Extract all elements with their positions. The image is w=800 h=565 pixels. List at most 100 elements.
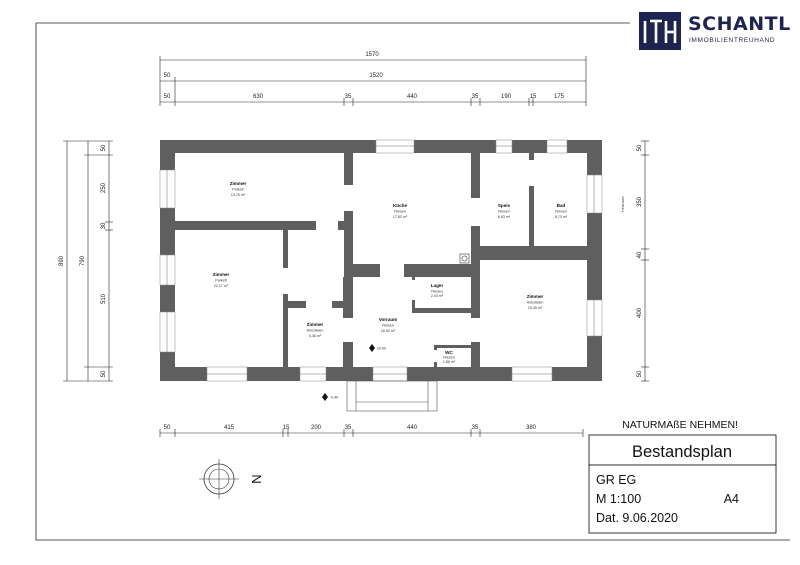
dim-top-row3-1: 630 <box>253 94 264 100</box>
room-area: 6,73 m² <box>555 215 568 219</box>
plan-scale: M 1:100 <box>596 492 641 506</box>
top-dimension-lines <box>159 56 587 106</box>
dim-left-total: 890 <box>59 255 65 266</box>
dim-top-total: 1570 <box>365 52 379 58</box>
room-area: 13,75 m² <box>231 193 246 197</box>
room-name: Bad <box>557 203 566 208</box>
dim-bottom-4: 35 <box>345 425 352 431</box>
left-dimension-lines <box>63 140 113 382</box>
dim-left-detail-2: 30 <box>101 222 107 229</box>
plan-title: Bestandsplan <box>632 443 732 461</box>
dim-top-row3-3: 440 <box>407 94 418 100</box>
plan-floor: GR EG <box>596 473 636 487</box>
room-name: Zimmer <box>307 322 324 327</box>
dim-right-2: 40 <box>637 251 643 258</box>
door-openings <box>283 160 534 362</box>
logo-tagline: IMMOBILIENTREUHAND <box>689 37 776 44</box>
room-floor: Holzdielen <box>307 329 324 333</box>
dim-top-row2-1: 1520 <box>369 73 383 79</box>
room-area: 15,35 m² <box>528 306 543 310</box>
dim-bottom-0: 50 <box>164 425 171 431</box>
room-floor: Fliesen <box>443 356 455 360</box>
room-area: 16,52 m² <box>381 329 396 333</box>
level-marker-inside: ±0,00 <box>369 344 386 352</box>
dim-left-detail-1: 250 <box>101 182 107 193</box>
room-area: 17,82 m² <box>393 215 408 219</box>
dim-top-row3-6: 15 <box>530 94 537 100</box>
room-name: Speis <box>498 203 511 208</box>
compass-north-label: N <box>249 474 264 483</box>
dim-right-4: 50 <box>637 370 643 377</box>
dim-right-0: 50 <box>637 144 643 151</box>
dim-bottom-7: 380 <box>526 425 537 431</box>
room-kueche: Küche Fliesen 17,82 m² <box>393 203 408 219</box>
room-bad: Bad Fliesen 6,73 m² <box>555 203 568 219</box>
room-wc: WC Fliesen 1,88 m² <box>443 350 456 364</box>
plan-date: Dat. 9.06.2020 <box>596 511 678 525</box>
title-block-heading-frame <box>588 434 777 466</box>
dim-top-row3-5: 190 <box>501 94 512 100</box>
logo-ith-icon <box>643 19 677 43</box>
room-floor: Fliesen <box>431 290 443 294</box>
dim-bottom-2: 15 <box>283 425 290 431</box>
room-floor: Parkett <box>215 279 226 283</box>
dim-left-mid: 790 <box>80 255 86 266</box>
dim-left-detail-3: 510 <box>101 293 107 304</box>
room-name: Vorraum <box>379 317 398 322</box>
logo-mark <box>639 12 681 50</box>
level-marker-outside: -0,40 <box>322 393 338 401</box>
dim-right-1: 350 <box>637 196 643 207</box>
right-dimension-line <box>641 140 649 382</box>
title-block-body-frame <box>588 464 777 534</box>
compass: N <box>199 459 264 499</box>
room-floor: Parkett <box>232 188 243 192</box>
room-zimmer-2: Zimmer Parkett 21,17 m² <box>213 272 230 288</box>
room-name: Zimmer <box>527 294 544 299</box>
level-outside-label: -0,40 <box>330 396 338 400</box>
room-name: WC <box>445 350 453 355</box>
dim-left-detail-4: 50 <box>101 370 107 377</box>
room-vorraum: Vorraum Fliesen 16,52 m² <box>379 317 398 333</box>
plan-paper-size: A4 <box>724 492 739 506</box>
dim-right-3: 400 <box>637 307 643 318</box>
dim-top-row3-4: 35 <box>472 94 479 100</box>
sheet-border <box>35 23 790 541</box>
room-name: Zimmer <box>230 181 247 186</box>
chimney-flue <box>461 255 468 262</box>
dim-top-row3-7: 175 <box>554 94 565 100</box>
room-area: 21,17 m² <box>214 284 229 288</box>
dim-bottom-6: 35 <box>472 425 479 431</box>
entrance-steps <box>346 380 438 412</box>
dim-top-row2-0: 50 <box>164 73 171 79</box>
room-floor: Fliesen <box>498 210 510 214</box>
naturmasse-notice: NATURMAßE NEHMEN! <box>622 419 738 431</box>
room-floor: Fliesen <box>382 324 394 328</box>
room-area: 1,88 m² <box>443 360 456 364</box>
room-area: 2,03 m² <box>431 294 444 298</box>
dim-top-row3-0: 50 <box>164 94 171 100</box>
dim-bottom-5: 440 <box>407 425 418 431</box>
room-floor: Fliesen <box>394 210 406 214</box>
title-block: Bestandsplan GR EG M 1:100 A4 Dat. 9.06.… <box>588 434 777 534</box>
room-name: Zimmer <box>213 272 230 277</box>
room-zimmer-3: Zimmer Holzdielen 15,35 m² <box>527 294 544 310</box>
window-panes <box>166 145 595 375</box>
walls <box>160 140 602 381</box>
room-name: Küche <box>393 203 407 208</box>
room-area: 4,48 m² <box>309 334 322 338</box>
heizraum-label: Heizraum <box>621 196 625 211</box>
chimney-box <box>459 253 470 264</box>
level-inside-label: ±0,00 <box>377 347 386 351</box>
room-floor: Fliesen <box>555 210 567 214</box>
room-zimmer-1: Zimmer Parkett 13,75 m² <box>230 181 247 197</box>
logo-name: SCHANTL <box>688 13 791 35</box>
room-area: 6,63 m² <box>498 215 511 219</box>
bottom-dimension-line <box>159 429 584 437</box>
room-floor: Holzdielen <box>527 301 544 305</box>
dim-left-detail-0: 50 <box>101 144 107 151</box>
room-zimmer-4: Zimmer Holzdielen 4,48 m² <box>307 322 324 338</box>
room-lager: Lager Fliesen 2,03 m² <box>431 283 444 298</box>
room-speis: Speis Fliesen 6,63 m² <box>498 203 511 219</box>
dim-bottom-1: 415 <box>224 425 235 431</box>
dim-bottom-3: 200 <box>311 425 322 431</box>
